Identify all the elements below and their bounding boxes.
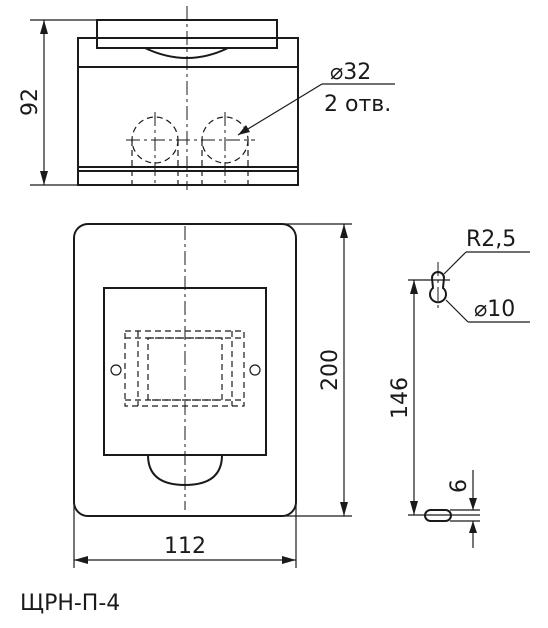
arrow-up bbox=[40, 20, 48, 34]
arrow-6-up bbox=[469, 521, 477, 533]
arrow-6-down bbox=[469, 498, 477, 510]
arrow-200-down bbox=[340, 502, 348, 516]
dimension-92-label: 92 bbox=[18, 88, 43, 116]
radius-leader: R2,5 bbox=[443, 227, 530, 275]
screw-left bbox=[110, 364, 122, 376]
drawing-caption: ЩРН-П-4 bbox=[20, 591, 120, 616]
hole-count-label: 2 отв. bbox=[324, 92, 391, 117]
arrow-200-up bbox=[340, 224, 348, 238]
keyhole-diameter-label: ⌀10 bbox=[474, 297, 515, 322]
dimension-112-label: 112 bbox=[164, 534, 206, 559]
din-rail-hidden bbox=[124, 330, 245, 407]
screw-right bbox=[249, 364, 261, 376]
front-view: 200 112 bbox=[73, 223, 352, 568]
keyhole-leader-line bbox=[445, 299, 469, 323]
dimension-92: 92 bbox=[18, 19, 97, 186]
arrow-146-up bbox=[410, 280, 418, 294]
dimension-200-label: 200 bbox=[318, 349, 343, 391]
dimension-146-label: 146 bbox=[388, 377, 413, 419]
arrow-112-right bbox=[282, 556, 296, 564]
door-handle bbox=[147, 454, 223, 487]
dimension-112: 112 bbox=[73, 505, 297, 568]
radius-label: R2,5 bbox=[466, 227, 516, 252]
hole-leader: ⌀32 2 отв. bbox=[237, 60, 395, 136]
knockout-holes bbox=[126, 112, 255, 185]
arrow-down bbox=[40, 171, 48, 185]
radius-leader-line bbox=[443, 251, 467, 275]
dimension-6-label: 6 bbox=[447, 479, 472, 493]
hole-leader-line bbox=[237, 83, 323, 136]
hole-diameter-label: ⌀32 bbox=[330, 60, 371, 85]
arrow-146-down bbox=[410, 501, 418, 515]
dimension-146: 146 bbox=[388, 280, 418, 515]
mounting-detail: 146 6 R2,5 ⌀10 bbox=[388, 227, 530, 548]
keyhole bbox=[429, 271, 447, 304]
dimension-6: 6 bbox=[447, 470, 477, 548]
keyhole-diameter-leader: ⌀10 bbox=[445, 297, 530, 323]
top-view: 92 ⌀32 2 отв. bbox=[18, 6, 395, 190]
arrow-112-left bbox=[74, 556, 88, 564]
din-outer bbox=[124, 330, 245, 407]
front-frame bbox=[73, 223, 297, 517]
hole-leader-arrow bbox=[238, 125, 250, 135]
dimension-200: 200 bbox=[282, 223, 352, 517]
top-body bbox=[77, 37, 299, 186]
